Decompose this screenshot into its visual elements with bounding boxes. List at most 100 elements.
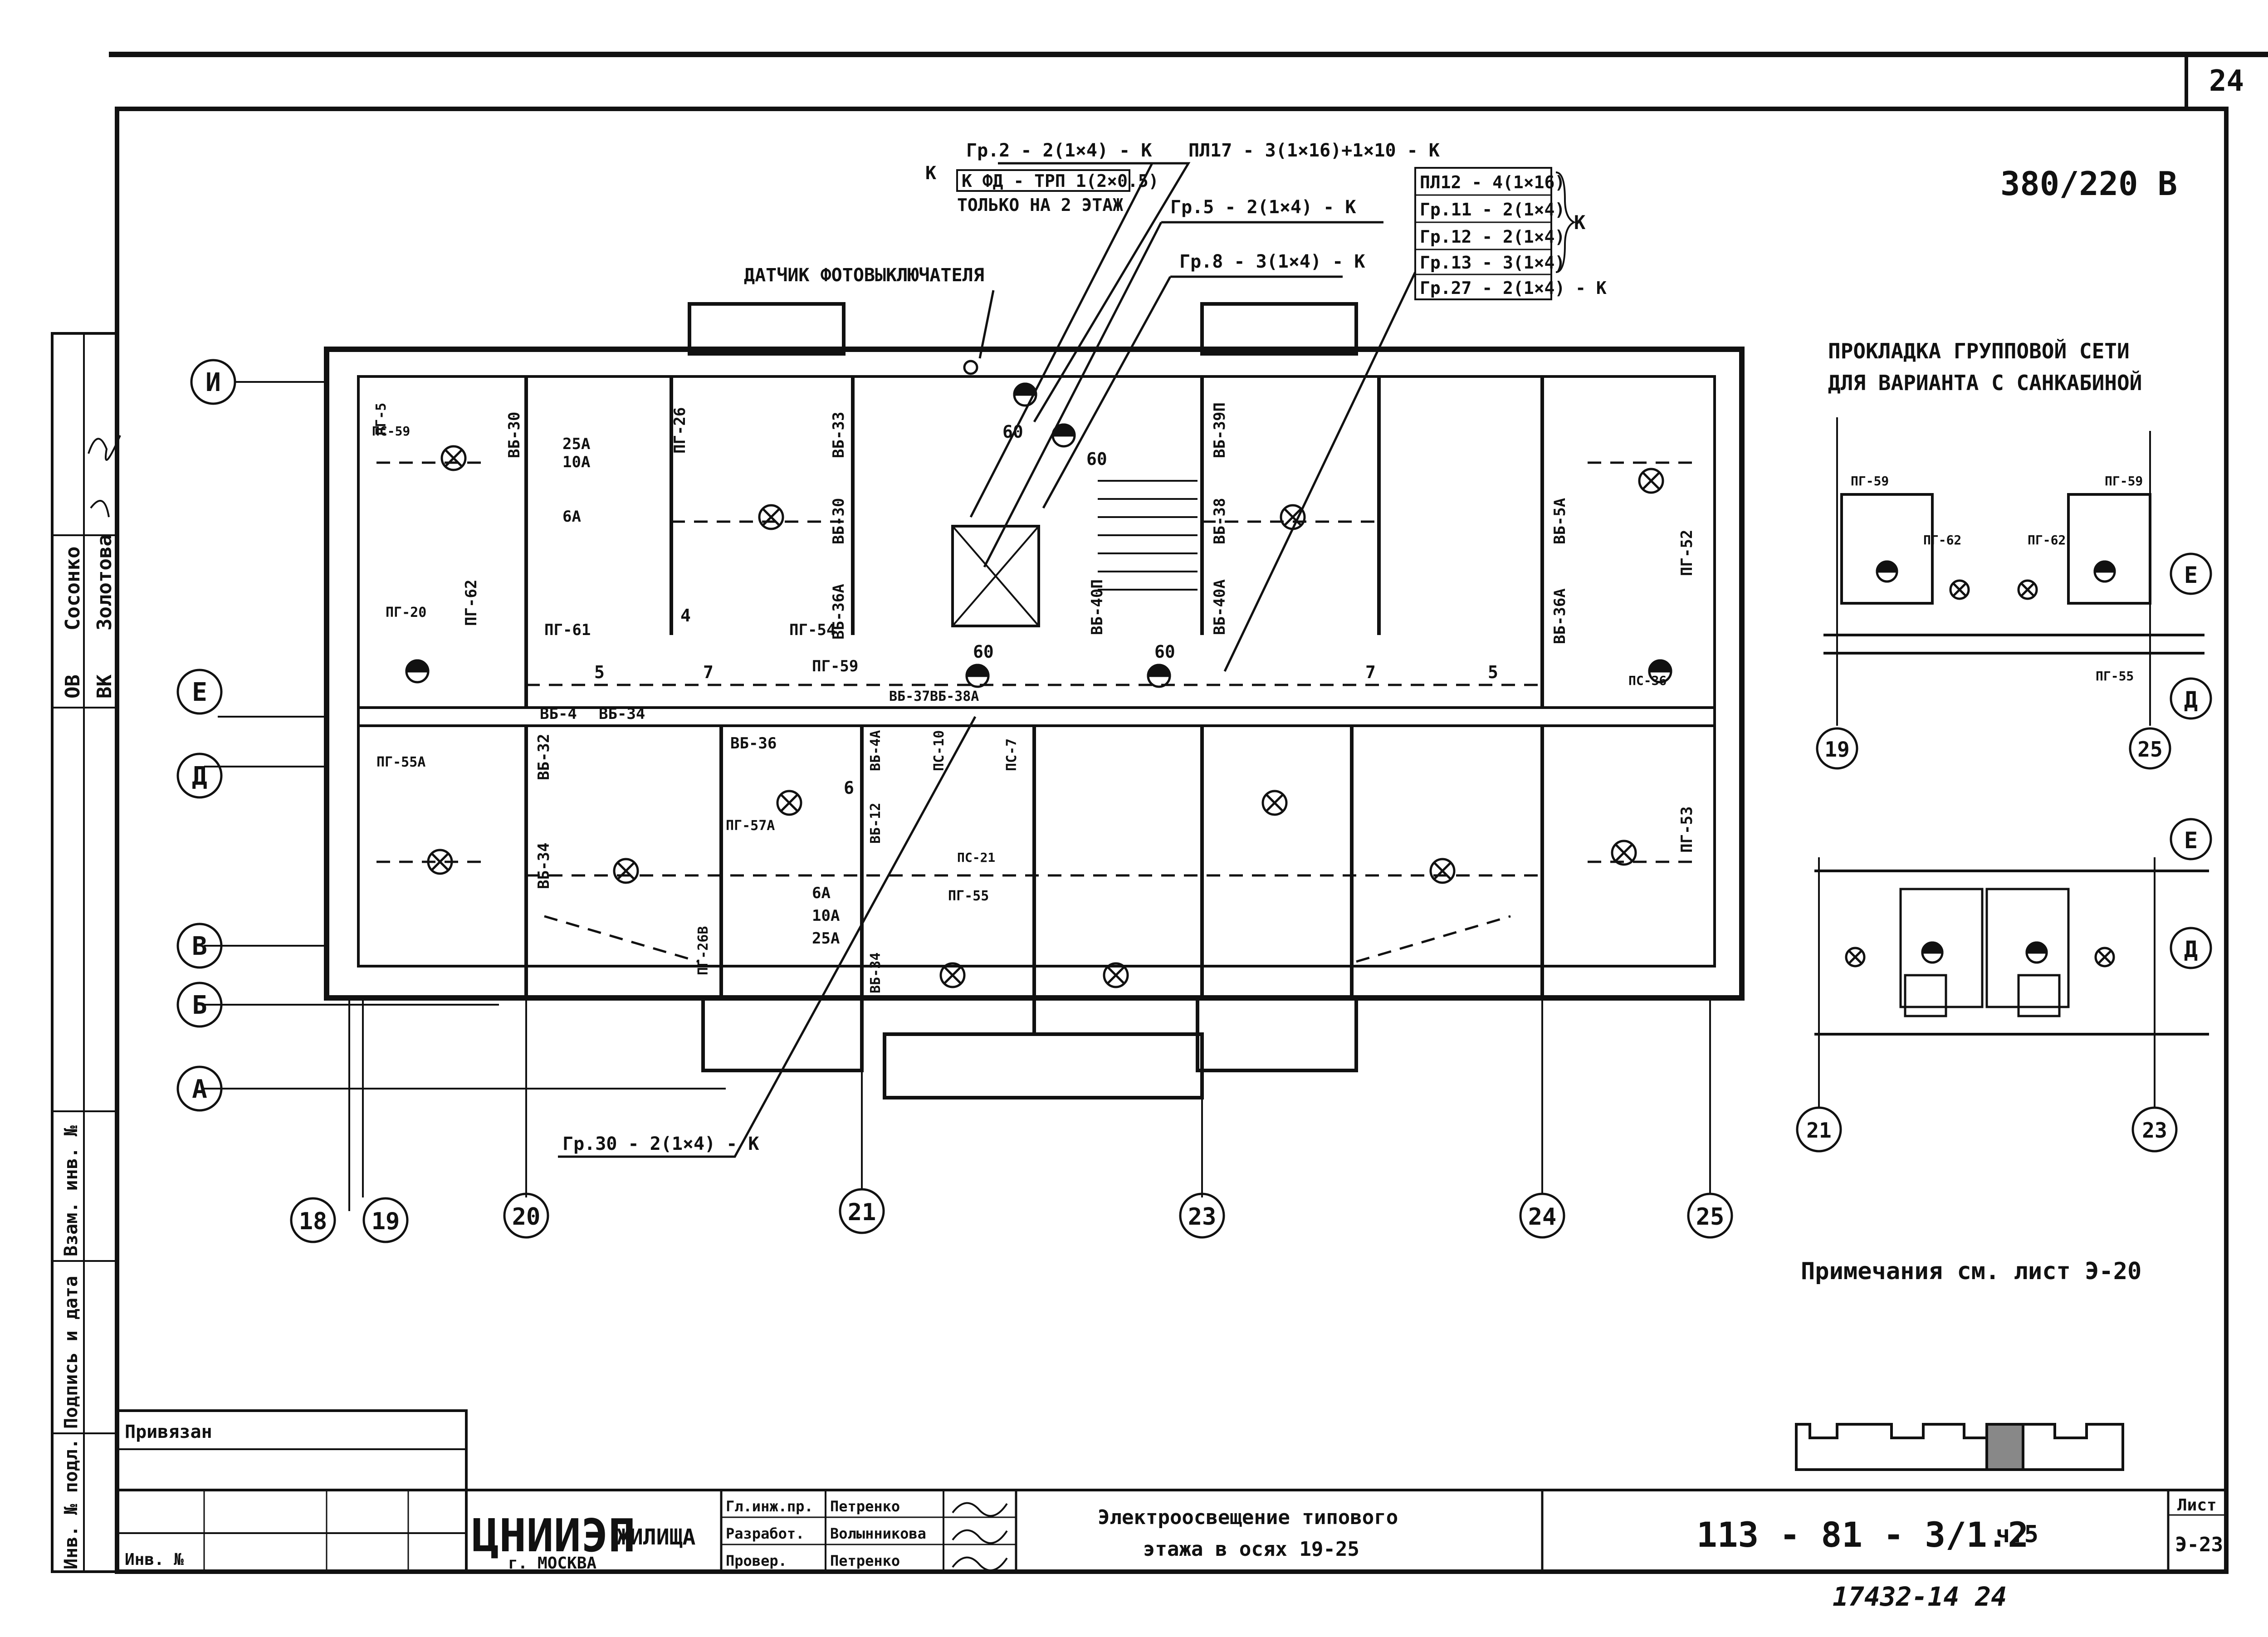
axis-bubbles: И Е Д В Б А 18 19 20 21 23 24 25 [176,359,1733,1243]
lamp-circle-cross-icon [1611,840,1637,866]
room-label: ВБ-34 [599,705,645,723]
inset-title-2: ДЛЯ ВАРИАНТА С САНКАБИНОЙ [1828,371,2142,395]
room-label: ПГ-52 [1678,530,1696,576]
inset-title-1: ПРОКЛАДКА ГРУППОВОЙ СЕТИ [1828,339,2130,363]
svg-text:ПГ-62: ПГ-62 [1923,533,1961,547]
sheet-number: Э-23 [2175,1533,2223,1556]
room-label: ВБ-5А [1551,498,1569,544]
title-block: Привязан Инв. № ЦНИИЭП ЖИЛИЩА г. МОСКВА … [116,1409,2226,1573]
floor-plan [324,302,1745,1099]
left-callout-line1: Гр.2 - 2(1×4) - К [966,140,1152,161]
left-callout-k: К [925,163,936,184]
axis-label: 25 [1696,1203,1725,1231]
room-label: ПГ-26В [695,926,711,975]
room-label: ПГ-55А [376,754,425,770]
role-3: Провер. [726,1552,787,1569]
callout-leaders [558,162,1417,1158]
svg-text:7: 7 [703,662,714,682]
left-callout-line3: ТОЛЬКО НА 2 ЭТАЖ [957,195,1123,215]
stamp-inv-pod: Инв. № подл. [61,1438,82,1569]
left-callout: К Гр.2 - 2(1×4) - К К ФД - ТРП 1(2×0.5) … [925,140,1159,215]
right-callout-line-3: Гр.12 - 2(1×4) [1420,227,1565,247]
axis-label: 18 [299,1208,327,1235]
voltage-label: 380/220 В [2000,165,2177,203]
stamp-number: 17432-14 24 [1833,1581,2007,1612]
room-label: ПГ-61 [544,621,591,639]
room-label: ВБ-38 [1211,498,1229,544]
svg-text:6А: 6А [562,508,581,526]
lamp-circle-cross-icon [776,790,802,816]
room-label: ПС-36 [1628,673,1667,688]
lamp-half-circle-icon [1648,659,1672,684]
room-label: ВБ-30 [830,498,848,544]
room-label: ВБ-34 [868,953,884,993]
axis-bubble-А [176,1065,223,1112]
svg-text:60: 60 [1002,422,1023,442]
sensor-label: ДАТЧИК ФОТОВЫКЛЮЧАТЕЛЯ [744,265,984,286]
stamp-vzam: Взам. инв. № [61,1125,82,1256]
callout-pl17: ПЛ17 - 3(1×16)+1×10 - К [1188,140,1440,161]
svg-text:10А: 10А [812,907,840,925]
svg-text:5: 5 [1488,662,1498,682]
right-callout: ПЛ12 - 4(1×16) Гр.11 - 2(1×4) Гр.12 - 2(… [1414,167,1607,300]
inset-sankabina: ПРОКЛАДКА ГРУППОВОЙ СЕТИ ДЛЯ ВАРИАНТА С … [1796,339,2212,1153]
axis-label: 24 [1528,1203,1557,1231]
svg-text:Е: Е [2184,827,2198,854]
sheet-corner-number: 24 [2209,64,2244,98]
name-2: Волынникова [830,1525,926,1542]
callout-gr30: Гр.30 - 2(1×4) - К [562,1134,759,1154]
right-callout-line-4: Гр.13 - 3(1×4) [1420,253,1565,273]
room-label: ВБ-40А [1211,579,1229,635]
axis-label: 20 [512,1203,541,1231]
svg-text:23: 23 [2142,1118,2167,1143]
room-label: ПС-21 [957,850,995,865]
name-3: Петренко [830,1552,900,1569]
name-1: Петренко [830,1498,900,1515]
lamp-half-circle-icon [965,664,990,688]
stamp-signature [88,435,121,518]
room-label: ПС-59 [372,424,410,439]
svg-text:60: 60 [1086,449,1107,469]
svg-text:ПГ-59: ПГ-59 [2105,474,2143,489]
room-label: ВБ-34 [535,843,553,889]
svg-text:4: 4 [680,606,691,625]
callout-gr5: Гр.5 - 2(1×4) - К [1170,197,1356,218]
org-name: ЦНИИЭП [472,1509,635,1562]
room-label: ВБ-39П [1211,402,1229,458]
svg-text:ПГ-62: ПГ-62 [2028,533,2066,547]
lamp-circle-cross-icon [758,504,784,530]
photo-sensor-icon [963,360,978,375]
right-callout-line-1: ПЛ12 - 4(1×16) [1420,172,1565,192]
axis-label: Д [192,762,207,791]
lamp-half-circle-icon [1147,664,1171,688]
lamp-circle-cross-icon [613,858,639,884]
svg-text:10А: 10А [562,453,590,471]
room-label: ВБ-12 [868,803,884,844]
role-2: Разработ. [726,1525,804,1542]
room-label: ВБ-30 [505,412,523,458]
axis-bubble-И [190,359,236,405]
room-label: ВБ-37 [889,689,930,704]
lamp-circle-cross-icon [939,962,966,988]
svg-text:6: 6 [844,778,854,798]
stamp-podpis: Подпись и дата [61,1276,82,1429]
lamp-circle-cross-icon [427,849,453,875]
room-label: ВБ-40П [1088,579,1106,635]
org-suffix: ЖИЛИЩА [617,1525,695,1550]
room-label: ВБ-38А [930,689,979,704]
room-label: ПГ-62 [462,580,480,626]
axis-bubble-Б [176,982,223,1028]
svg-text:7: 7 [1365,662,1376,682]
axis-label: В [192,932,207,961]
callout-gr8: Гр.8 - 3(1×4) - К [1179,251,1365,272]
axis-bubble-Е [176,669,223,715]
room-label: ВБ-32 [535,734,553,780]
axis-label: 21 [848,1199,876,1226]
axis-label: А [192,1075,207,1104]
axis-label: 19 [371,1208,400,1235]
right-callout-k: К [1574,211,1586,234]
room-label: ПГ-57А [726,818,775,834]
axis-label: И [205,368,221,397]
room-label: ВБ-36А [830,584,848,640]
room-label: ПГ-20 [386,605,426,621]
